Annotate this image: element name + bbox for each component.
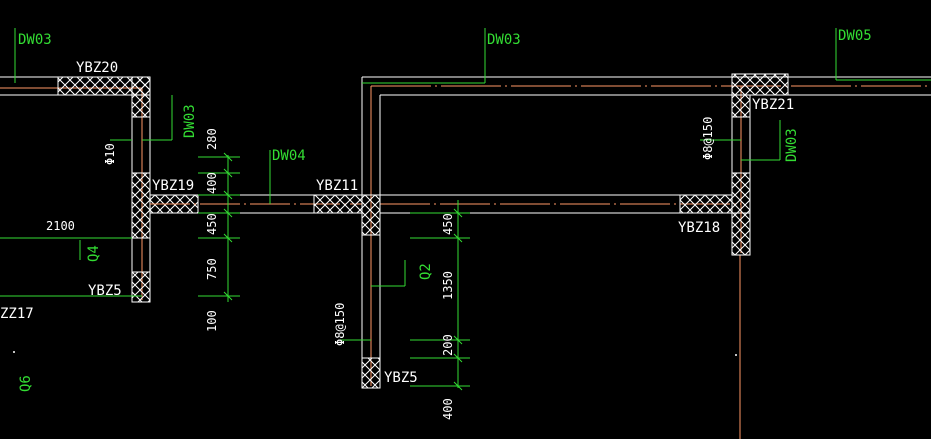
- label-ybz21: YBZ21: [752, 97, 794, 113]
- label-ybz5-mid: YBZ5: [384, 370, 418, 386]
- column-ybz19-vertical: [131, 172, 151, 239]
- column-ybz20-side: [131, 76, 151, 118]
- column-ybz21-top: [731, 73, 789, 96]
- marker-dot: [13, 351, 15, 353]
- dim-lines-mid: [410, 200, 470, 391]
- dim-400-bottom: 400: [441, 398, 455, 420]
- label-dw03-left: DW03: [18, 32, 52, 48]
- dim-400: 400: [205, 172, 219, 194]
- label-phi8-150-right: Φ8@150: [701, 117, 715, 160]
- label-q6: Q6: [18, 375, 34, 392]
- label-phi8-150-mid: Φ8@150: [333, 303, 347, 346]
- label-ybz18: YBZ18: [678, 220, 720, 236]
- marker-dot: [735, 354, 737, 356]
- dim-lines-left: [198, 152, 240, 302]
- dim-1350: 1350: [441, 271, 455, 300]
- column-ybz18-horizontal: [679, 194, 733, 214]
- label-dw04: DW04: [272, 148, 306, 164]
- dim-2100: 2100: [46, 219, 75, 233]
- column-ybz11-vertical: [361, 194, 381, 236]
- leader-lines: [0, 28, 931, 341]
- dim-280: 280: [205, 128, 219, 150]
- label-ybz17: ZZ17: [0, 306, 34, 322]
- label-q4: Q4: [86, 245, 102, 262]
- label-dw03-mid: DW03: [487, 32, 521, 48]
- column-ybz5-left: [131, 271, 151, 303]
- label-ybz5-left: YBZ5: [88, 283, 122, 299]
- column-ybz11-horizontal: [313, 194, 363, 214]
- label-dw03-vertical: DW03: [182, 104, 198, 138]
- label-phi10: Φ10: [103, 143, 117, 165]
- label-ybz20: YBZ20: [76, 60, 118, 76]
- label-ybz11: YBZ11: [316, 178, 358, 194]
- column-ybz21-side: [731, 94, 751, 118]
- dim-200: 200: [441, 334, 455, 356]
- dim-100: 100: [205, 310, 219, 332]
- dim-750: 750: [205, 258, 219, 280]
- dim-450-mid: 450: [441, 213, 455, 235]
- column-ybz5-mid: [361, 357, 381, 389]
- label-dw05: DW05: [838, 28, 872, 44]
- label-q2: Q2: [418, 263, 434, 280]
- dim-450-left: 450: [205, 213, 219, 235]
- label-ybz19: YBZ19: [152, 178, 194, 194]
- column-ybz18-vertical: [731, 172, 751, 256]
- label-dw03-right-vertical: DW03: [784, 128, 800, 162]
